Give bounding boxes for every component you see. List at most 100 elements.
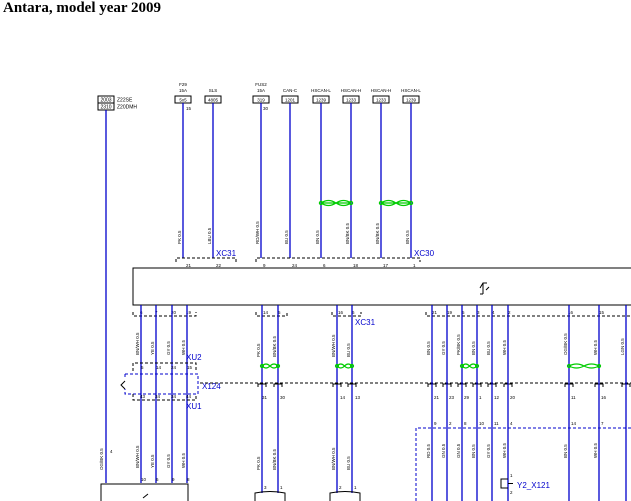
top-source-box-label-5: 1239 [316,98,327,103]
right-wires-lower-labels: RD 0.5 GN 0.5 GN 0.5 BN 0.5 GY 0.5 WH 0.… [426,442,598,458]
xc30-label: XC30 [414,249,435,258]
top-source-name-6: HSCAN-H [341,88,362,93]
right-pin-lower: 11 [494,421,499,426]
bottom-pin-left: 10 [141,477,147,482]
bottom-pin-mid: 3 [264,485,267,490]
top-source-box-label-4: 1201 [285,98,296,103]
lower-pin-4: 13 [355,395,361,400]
top-source-box-label-8: 1239 [406,98,417,103]
y2-pin-1: 1 [510,473,513,478]
bottom-pin-left: 6 [156,477,159,482]
bottom-pin-mid: 1 [354,485,357,490]
right-wire-mid-label-7: OG/BK 0.5 [563,333,568,355]
right-pins-mid: 21 23 29 1 12 20 11 16 [434,395,607,400]
inline-pin [347,383,357,387]
top-source-box-label-1: 5x5 [179,98,187,103]
ground-symbol-icon [479,282,490,295]
right-pin-lower: 10 [479,421,485,426]
y2-component-icon [500,478,513,489]
top-source-name-8: HSCAN-L [401,88,421,93]
twisted-pair-right-1 [461,363,478,369]
right-pin-mid: 20 [510,395,516,400]
module-pin: 14 [263,310,269,315]
right-pin-mid: 16 [601,395,607,400]
xc30-pin-4: 18 [353,263,359,268]
top-sources: F29 15A 5x5 15 SLS 4805 FUS2 15A 319 30 … [174,82,421,111]
xc30-pin-5: 17 [383,263,389,268]
mid-wire-left-label-2: YE 0.5 [150,341,155,355]
right-wire-mid-label-1: BN 0.5 [426,341,431,355]
twist-node [334,363,340,369]
right-pin-mid: 29 [464,395,470,400]
xu1-label: XU1 [186,402,202,411]
right-wire-lower-label: GN 0.5 [456,443,461,458]
xu1-pin: 43 [140,394,146,399]
top-source-name-2: SLS [209,88,218,93]
left-block-code-1: 2003 [100,98,111,104]
bottom-sensor-1 [254,491,286,501]
left-block-label-2: Z20DMH [117,105,137,111]
xu1-connector-outline [132,394,197,401]
top-source-name-5: HSCAN-L [311,88,331,93]
top-source-rating-3: 15A [257,88,265,93]
bottom-labels-left: BN/WH 0.5 YE 0.5 GY 0.5 WH 0.5 10 6 9 8 [135,445,190,482]
xc30-connector-outline [255,257,421,262]
right-wire-lower-label: BN 0.5 [563,444,568,458]
x124-bracket [120,380,126,390]
top-source-name-3: FUS2 [255,82,267,87]
left-pin: 4 [110,449,113,454]
twisted-pair-upper-2 [380,199,412,207]
right-pin-lower: 7 [601,421,604,426]
bottom-wire-left-label: GY 0.5 [166,454,171,468]
top-source-pin-3: 30 [263,106,269,111]
inline-pin [332,383,342,387]
right-wire-mid-label-6: WH 0.5 [502,339,507,355]
right-wire-lower-label: BN 0.5 [471,444,476,458]
module-pin: 4 [492,310,495,315]
right-wire-lower-label: RD 0.5 [426,443,431,458]
right-pin-lower: 2 [449,421,452,426]
module-pin: 16 [568,310,574,315]
upper-wire-label-2: LBU 0.5 [207,227,212,244]
xu1-pin: 44 [186,394,192,399]
bottom-left-module [100,483,189,501]
top-source-pin-1: 15 [186,106,192,111]
xc30-pin-3: 6 [323,263,326,268]
right-wire-mid-label-3: PK/BK 0.5 [456,334,461,355]
bottom-labels-mid: PK 0.5 BN/BK 0.5 BN/WH 0.5 BU 0.5 3 1 2 … [256,447,357,490]
module-bottom-pins: 6 7 20 19 14 5 16 6 21 19 5 3 4 2 16 15 [140,310,605,315]
right-pin-mid: 11 [571,395,576,400]
xc31-connector-outline [175,257,237,262]
x124-connector-outline [124,373,199,395]
xc31-pin-1: 21 [186,263,192,268]
xu2-pin: 15 [187,365,193,370]
left-wire-label: OG/BK 0.5 [99,448,104,470]
top-source-box-label-2: 4805 [208,98,219,103]
twisted-pair-mid-2 [336,363,353,369]
twist-node [474,363,480,369]
module-pin: 3 [477,310,480,315]
bottom-pin-left: 8 [187,477,190,482]
twist-node [349,363,355,369]
bottom-wire-mid-label: BU 0.5 [346,456,351,470]
upper-wire-label-4: BU 0.5 [284,230,289,244]
upper-wire-label-7: BN/BK 0.5 [375,222,380,244]
top-source-box-label-7: 1233 [376,98,387,103]
mid-wire-label-4: BU 0.5 [346,343,351,357]
module-pin: 19 [447,310,453,315]
upper-wires: PK 0.5 LBU 0.5 RD/WH 0.5 BU 0.5 BN 0.5 B… [177,103,412,258]
right-pin-lower: 8 [464,421,467,426]
top-source-box-label-6: 1233 [346,98,357,103]
right-wire-lower-label: WH 0.5 [593,442,598,458]
inline-pin [273,383,283,387]
mid-wire-label-1: PK 0.5 [256,343,261,357]
twist-node [459,363,465,369]
bottom-sensor-2 [329,491,361,501]
xu1-pin: 34 [155,394,161,399]
y2-pin-2: 2 [510,490,513,495]
bottom-wire-left-label: BN/WH 0.5 [135,445,140,468]
xc31-pin-2: 22 [216,263,222,268]
xu2-pin: 14 [156,365,162,370]
module-connector-right [425,312,631,317]
